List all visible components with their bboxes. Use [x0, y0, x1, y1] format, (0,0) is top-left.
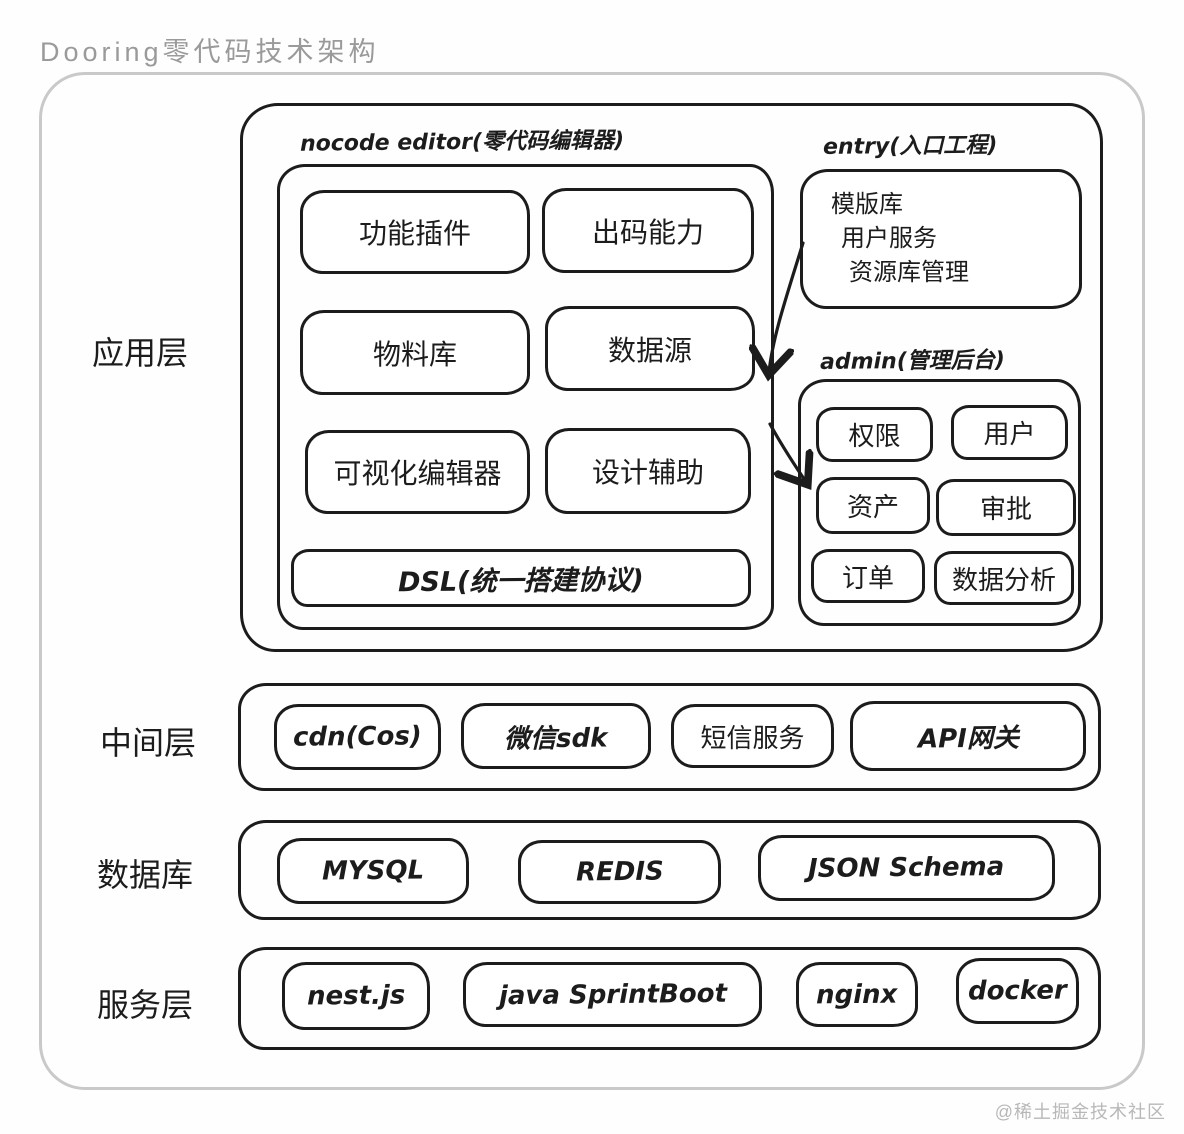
database-layer-label: 数据库	[97, 857, 194, 893]
entry-item-resource-mgmt: 资源库管理	[849, 259, 969, 286]
entry-item-templates: 模版库	[831, 191, 903, 218]
node-visual-editor-label: 可视化编辑器	[333, 458, 502, 489]
admin-node-analytics: 数据分析	[934, 551, 1074, 605]
node-datasource-label: 数据源	[607, 334, 692, 366]
node-codegen: 出码能力	[542, 188, 754, 273]
node-design-assist-label: 设计辅助	[591, 457, 704, 488]
admin-node-permissions-label: 权限	[848, 421, 901, 451]
nocode-editor-title: nocode editor(零代码编辑器)	[299, 128, 625, 157]
node-mysql-label: MYSQL	[321, 855, 425, 887]
admin-node-assets: 资产	[816, 477, 930, 534]
node-dsl-label: DSL(统一搭建协议)	[398, 564, 645, 598]
admin-node-approval-label: 审批	[979, 494, 1032, 524]
application-layer-box	[240, 103, 1103, 652]
node-nginx-label: nginx	[816, 979, 898, 1010]
node-sms: 短信服务	[671, 704, 834, 768]
node-wechat-sdk: 微信sdk	[461, 703, 651, 769]
admin-title: admin(管理后台)	[819, 348, 1005, 375]
node-sms-label: 短信服务	[700, 722, 805, 753]
admin-node-approval: 审批	[936, 479, 1076, 536]
node-cdn-label: cdn(Cos)	[292, 721, 423, 753]
node-nestjs-label: nest.js	[306, 980, 406, 1012]
node-nginx: nginx	[796, 962, 918, 1027]
node-java-springboot: java SprintBoot	[463, 962, 762, 1027]
entry-title: entry(入口工程)	[822, 133, 998, 160]
admin-node-users: 用户	[951, 405, 1068, 460]
watermark: @稀土掘金技术社区	[994, 1102, 1166, 1122]
page-title: Dooring零代码技术架构	[40, 37, 380, 67]
node-codegen-label: 出码能力	[591, 216, 704, 248]
node-wechat-sdk-label: 微信sdk	[504, 722, 608, 755]
nocode-editor-box	[277, 164, 774, 630]
admin-node-permissions: 权限	[816, 407, 933, 462]
node-materials-label: 物料库	[372, 338, 457, 370]
node-redis: REDIS	[518, 840, 721, 904]
node-datasource: 数据源	[545, 306, 755, 391]
node-json-schema: JSON Schema	[758, 835, 1055, 901]
node-nestjs: nest.js	[282, 962, 430, 1030]
node-api-gateway: API网关	[850, 701, 1086, 771]
node-java-springboot-label: java SprintBoot	[498, 978, 727, 1011]
node-api-gateway-label: API网关	[917, 722, 1019, 755]
node-design-assist: 设计辅助	[545, 428, 751, 514]
database-layer-box	[238, 820, 1101, 920]
service-layer-box	[238, 947, 1101, 1050]
node-docker-label: docker	[967, 975, 1068, 1007]
node-visual-editor: 可视化编辑器	[305, 430, 530, 514]
admin-node-analytics-label: 数据分析	[951, 564, 1056, 595]
node-json-schema-label: JSON Schema	[808, 851, 1005, 885]
node-docker: docker	[956, 958, 1079, 1024]
node-plugin-label: 功能插件	[358, 218, 471, 249]
node-mysql: MYSQL	[277, 838, 469, 904]
node-dsl: DSL(统一搭建协议)	[291, 549, 751, 607]
application-layer-label: 应用层	[92, 335, 189, 371]
middleware-layer-box	[238, 683, 1101, 791]
entry-box: 模版库 用户服务 资源库管理	[800, 169, 1082, 309]
node-cdn: cdn(Cos)	[274, 704, 441, 770]
entry-item-user-service: 用户服务	[841, 225, 937, 252]
admin-node-assets-label: 资产	[846, 492, 899, 522]
node-redis-label: REDIS	[575, 856, 664, 888]
node-plugin: 功能插件	[300, 190, 530, 274]
admin-node-orders-label: 订单	[841, 562, 894, 593]
admin-node-orders: 订单	[811, 549, 925, 603]
outer-frame	[39, 72, 1145, 1090]
admin-node-users-label: 用户	[983, 419, 1036, 449]
middleware-layer-label: 中间层	[100, 725, 197, 761]
service-layer-label: 服务层	[97, 987, 194, 1023]
admin-box	[798, 379, 1081, 626]
node-materials: 物料库	[300, 310, 530, 395]
